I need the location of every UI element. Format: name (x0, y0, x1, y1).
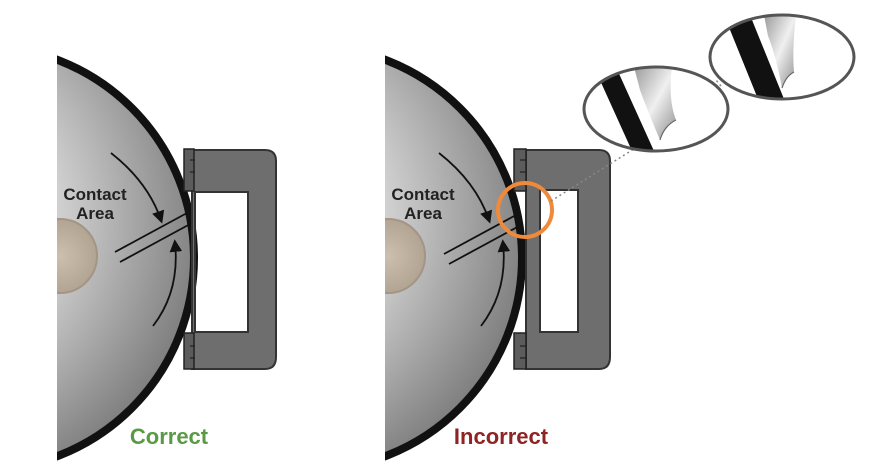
pad-lower (183, 332, 195, 370)
rotation-arrow-bottom (152, 239, 183, 327)
callout-dotted-line (550, 141, 646, 202)
rotation-arrow-top (110, 152, 165, 224)
disc-rotor (385, 55, 526, 461)
rotation-arrow-bottom (480, 239, 511, 327)
hub (385, 218, 426, 294)
contact-label-line2: Area (404, 204, 442, 223)
correct-panel: Contact Area Correct (57, 55, 277, 461)
contact-label-line2: Area (76, 204, 114, 223)
pad-upper (183, 148, 195, 192)
hub (57, 218, 98, 294)
caliper-bracket (513, 148, 611, 370)
rotation-arrow-top (438, 152, 493, 224)
correct-caption: Correct (130, 424, 209, 449)
lens-connector (715, 79, 722, 87)
caliper-bracket (183, 148, 277, 370)
incorrect-caption: Incorrect (454, 424, 549, 449)
highlight-circle (496, 181, 554, 239)
contact-label-line1: Contact (391, 185, 455, 204)
incorrect-panel: Contact Area (385, 13, 856, 461)
pad-lower (513, 332, 527, 370)
contact-lines (114, 212, 193, 263)
magnified-lens-1 (582, 65, 730, 153)
magnified-lens-2 (708, 13, 856, 101)
contact-label-line1: Contact (63, 185, 127, 204)
